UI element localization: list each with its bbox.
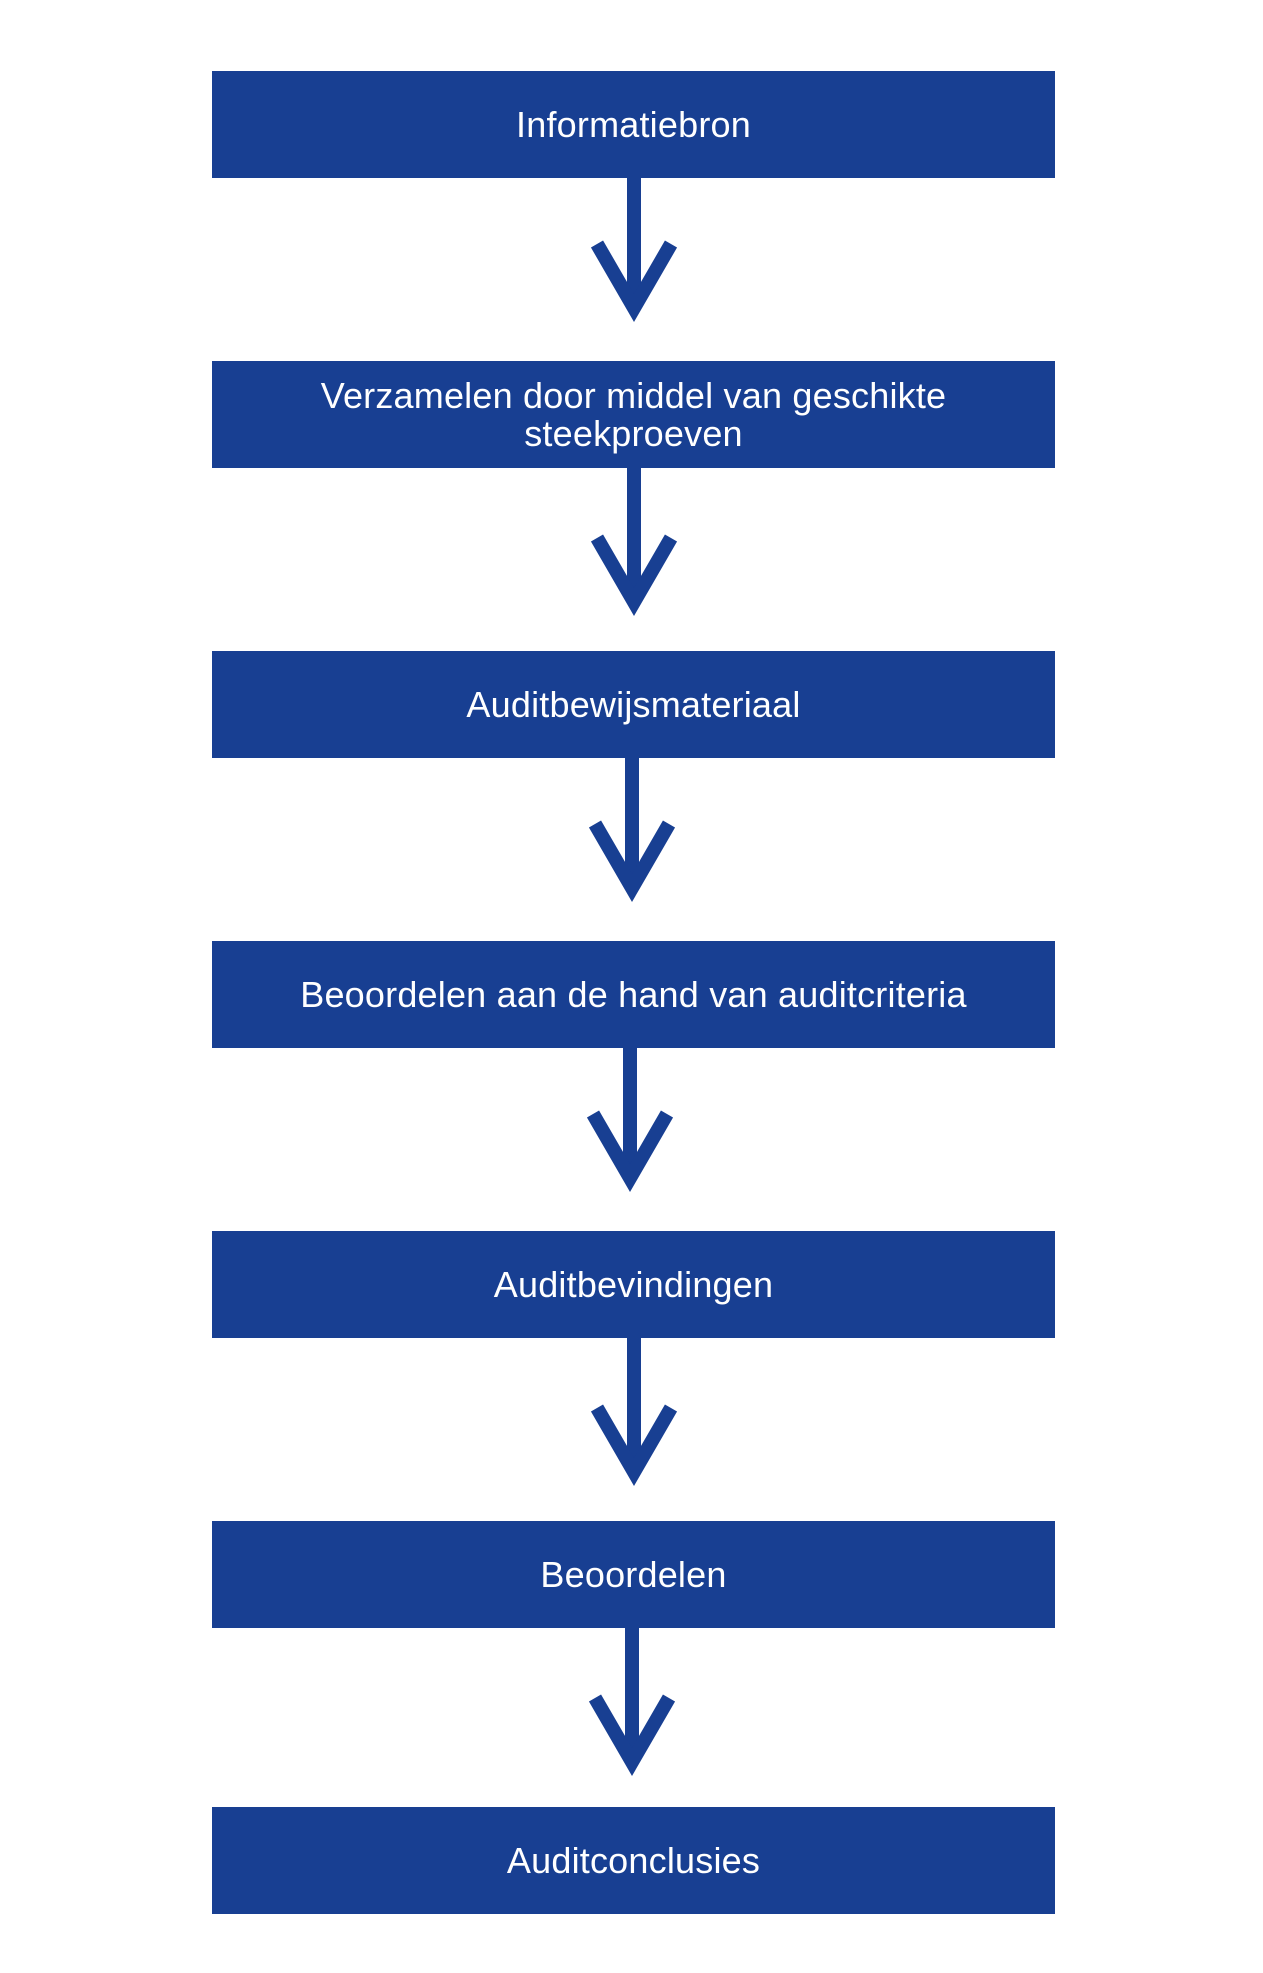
step-box-auditbevindingen: Auditbevindingen (212, 1231, 1055, 1338)
step-box-verzamelen: Verzamelen door middel van geschikte ste… (212, 361, 1055, 468)
step-label: Auditconclusies (506, 1839, 761, 1881)
arrow-down-icon (588, 756, 676, 902)
step-box-auditbewijsmateriaal: Auditbewijsmateriaal (212, 651, 1055, 758)
step-box-informatiebron: Informatiebron (212, 71, 1055, 178)
step-label: Auditbevindingen (493, 1263, 774, 1305)
step-box-beoordelen-criteria: Beoordelen aan de hand van auditcriteria (212, 941, 1055, 1048)
step-label: Auditbewijsmateriaal (466, 683, 801, 725)
arrow-down-icon (588, 1626, 676, 1776)
arrow-down-icon (590, 1336, 678, 1486)
step-label: Beoordelen aan de hand van auditcriteria (300, 973, 967, 1015)
step-label: Verzamelen door middel van geschikte ste… (320, 374, 947, 454)
step-label: Informatiebron (516, 103, 751, 145)
arrow-down-icon (590, 466, 678, 616)
arrow-down-icon (590, 176, 678, 322)
step-box-auditconclusies: Auditconclusies (212, 1807, 1055, 1914)
step-label: Beoordelen (540, 1553, 727, 1595)
step-box-beoordelen: Beoordelen (212, 1521, 1055, 1628)
arrow-down-icon (586, 1046, 674, 1192)
